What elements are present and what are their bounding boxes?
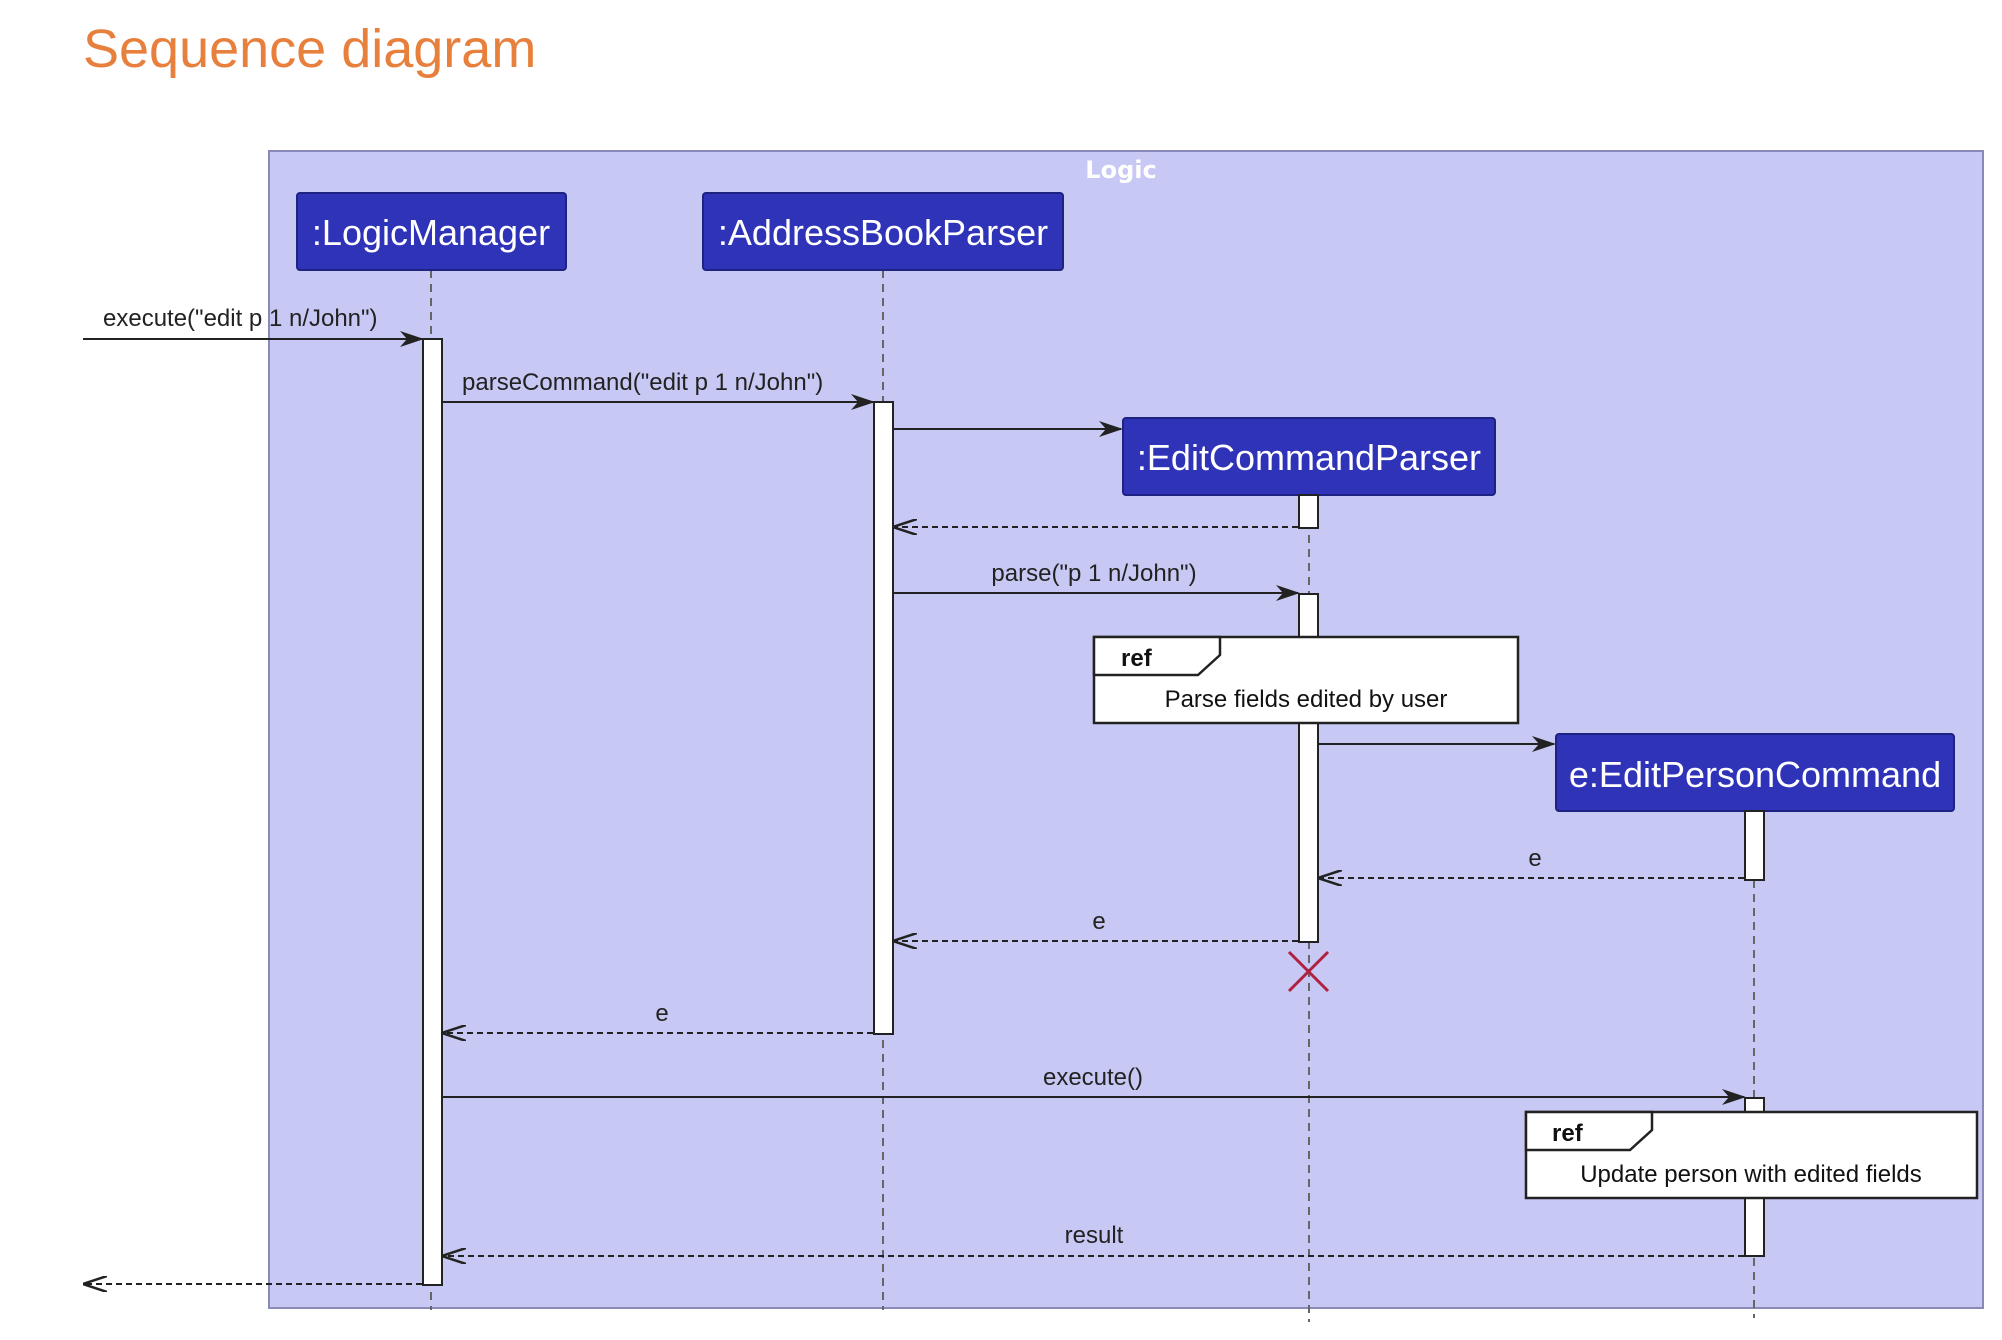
destroy-marker xyxy=(1287,950,1330,993)
ref-tag: ref xyxy=(1552,1120,1584,1147)
participant-label: :EditCommandParser xyxy=(1137,437,1481,478)
label-return-e1: e xyxy=(1528,845,1541,872)
activation-logic-manager xyxy=(422,338,443,1286)
activation-edit-command-parser-create xyxy=(1298,494,1319,529)
label-parse-command: parseCommand("edit p 1 n/John") xyxy=(462,369,823,396)
participant-label: e:EditPersonCommand xyxy=(1569,754,1941,795)
ref-parse-fields: ref Parse fields edited by user xyxy=(1092,635,1520,725)
label-parse: parse("p 1 n/John") xyxy=(991,560,1196,587)
label-return-result: result xyxy=(1065,1222,1124,1249)
ref-text: Update person with edited fields xyxy=(1580,1161,1922,1188)
page-title: Sequence diagram xyxy=(83,19,537,79)
participant-edit-person-command: e:EditPersonCommand xyxy=(1555,733,1955,812)
activation-edit-person-command-create xyxy=(1744,810,1765,881)
participant-label: :AddressBookParser xyxy=(718,212,1048,253)
frame-title: Logic xyxy=(1085,156,1156,184)
participant-logic-manager: :LogicManager xyxy=(296,192,567,271)
label-execute-call: execute("edit p 1 n/John") xyxy=(103,305,378,332)
label-return-e3: e xyxy=(655,1000,668,1027)
label-execute-empty: execute() xyxy=(1043,1064,1143,1091)
participant-label: :LogicManager xyxy=(312,212,550,253)
participant-address-book-parser: :AddressBookParser xyxy=(702,192,1064,271)
participant-edit-command-parser: :EditCommandParser xyxy=(1122,417,1496,496)
label-return-e2: e xyxy=(1092,908,1105,935)
ref-text: Parse fields edited by user xyxy=(1165,686,1448,713)
ref-update-person: ref Update person with edited fields xyxy=(1524,1110,1979,1200)
ref-tag: ref xyxy=(1121,645,1153,672)
activation-address-book-parser xyxy=(873,401,894,1035)
